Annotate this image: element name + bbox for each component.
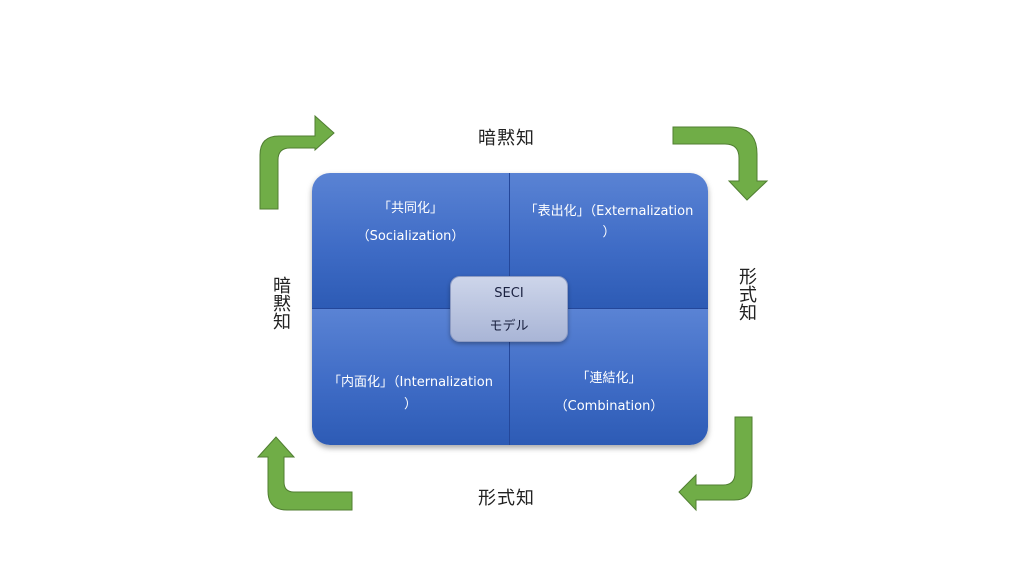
right-label-explicit: 形式知 — [736, 267, 757, 321]
center-subtitle: モデル — [489, 319, 529, 334]
quadrant-combination-title: 「連結化」 — [576, 371, 642, 386]
quadrant-internalization-line2: ） — [403, 397, 417, 412]
top-label-tacit: 暗黙知 — [478, 128, 535, 149]
quadrant-socialization-subtitle: （Socialization） — [356, 229, 465, 244]
quadrant-internalization: 「内面化」（Internalization ） — [312, 309, 510, 445]
quadrant-externalization-line1: 「表出化」（Externalization — [524, 204, 694, 219]
quadrant-socialization: 「共同化」 （Socialization） — [312, 173, 510, 309]
quadrant-socialization-title: 「共同化」 — [377, 201, 443, 216]
quadrant-externalization-line2: ） — [602, 225, 616, 240]
seci-matrix: 「共同化」 （Socialization） 「表出化」（Externalizat… — [312, 173, 708, 445]
arrow-top-right — [672, 126, 769, 201]
seci-center-box: SECI モデル — [450, 276, 568, 342]
bottom-label-explicit: 形式知 — [478, 488, 535, 509]
quadrant-combination-subtitle: （Combination） — [554, 399, 664, 414]
left-label-tacit: 暗黙知 — [270, 276, 291, 330]
quadrant-internalization-line1: 「内面化」（Internalization — [328, 375, 493, 390]
arrow-top-left — [259, 114, 335, 210]
arrow-bottom-left — [256, 436, 353, 511]
arrow-bottom-right — [678, 416, 753, 512]
center-title: SECI — [494, 286, 524, 301]
